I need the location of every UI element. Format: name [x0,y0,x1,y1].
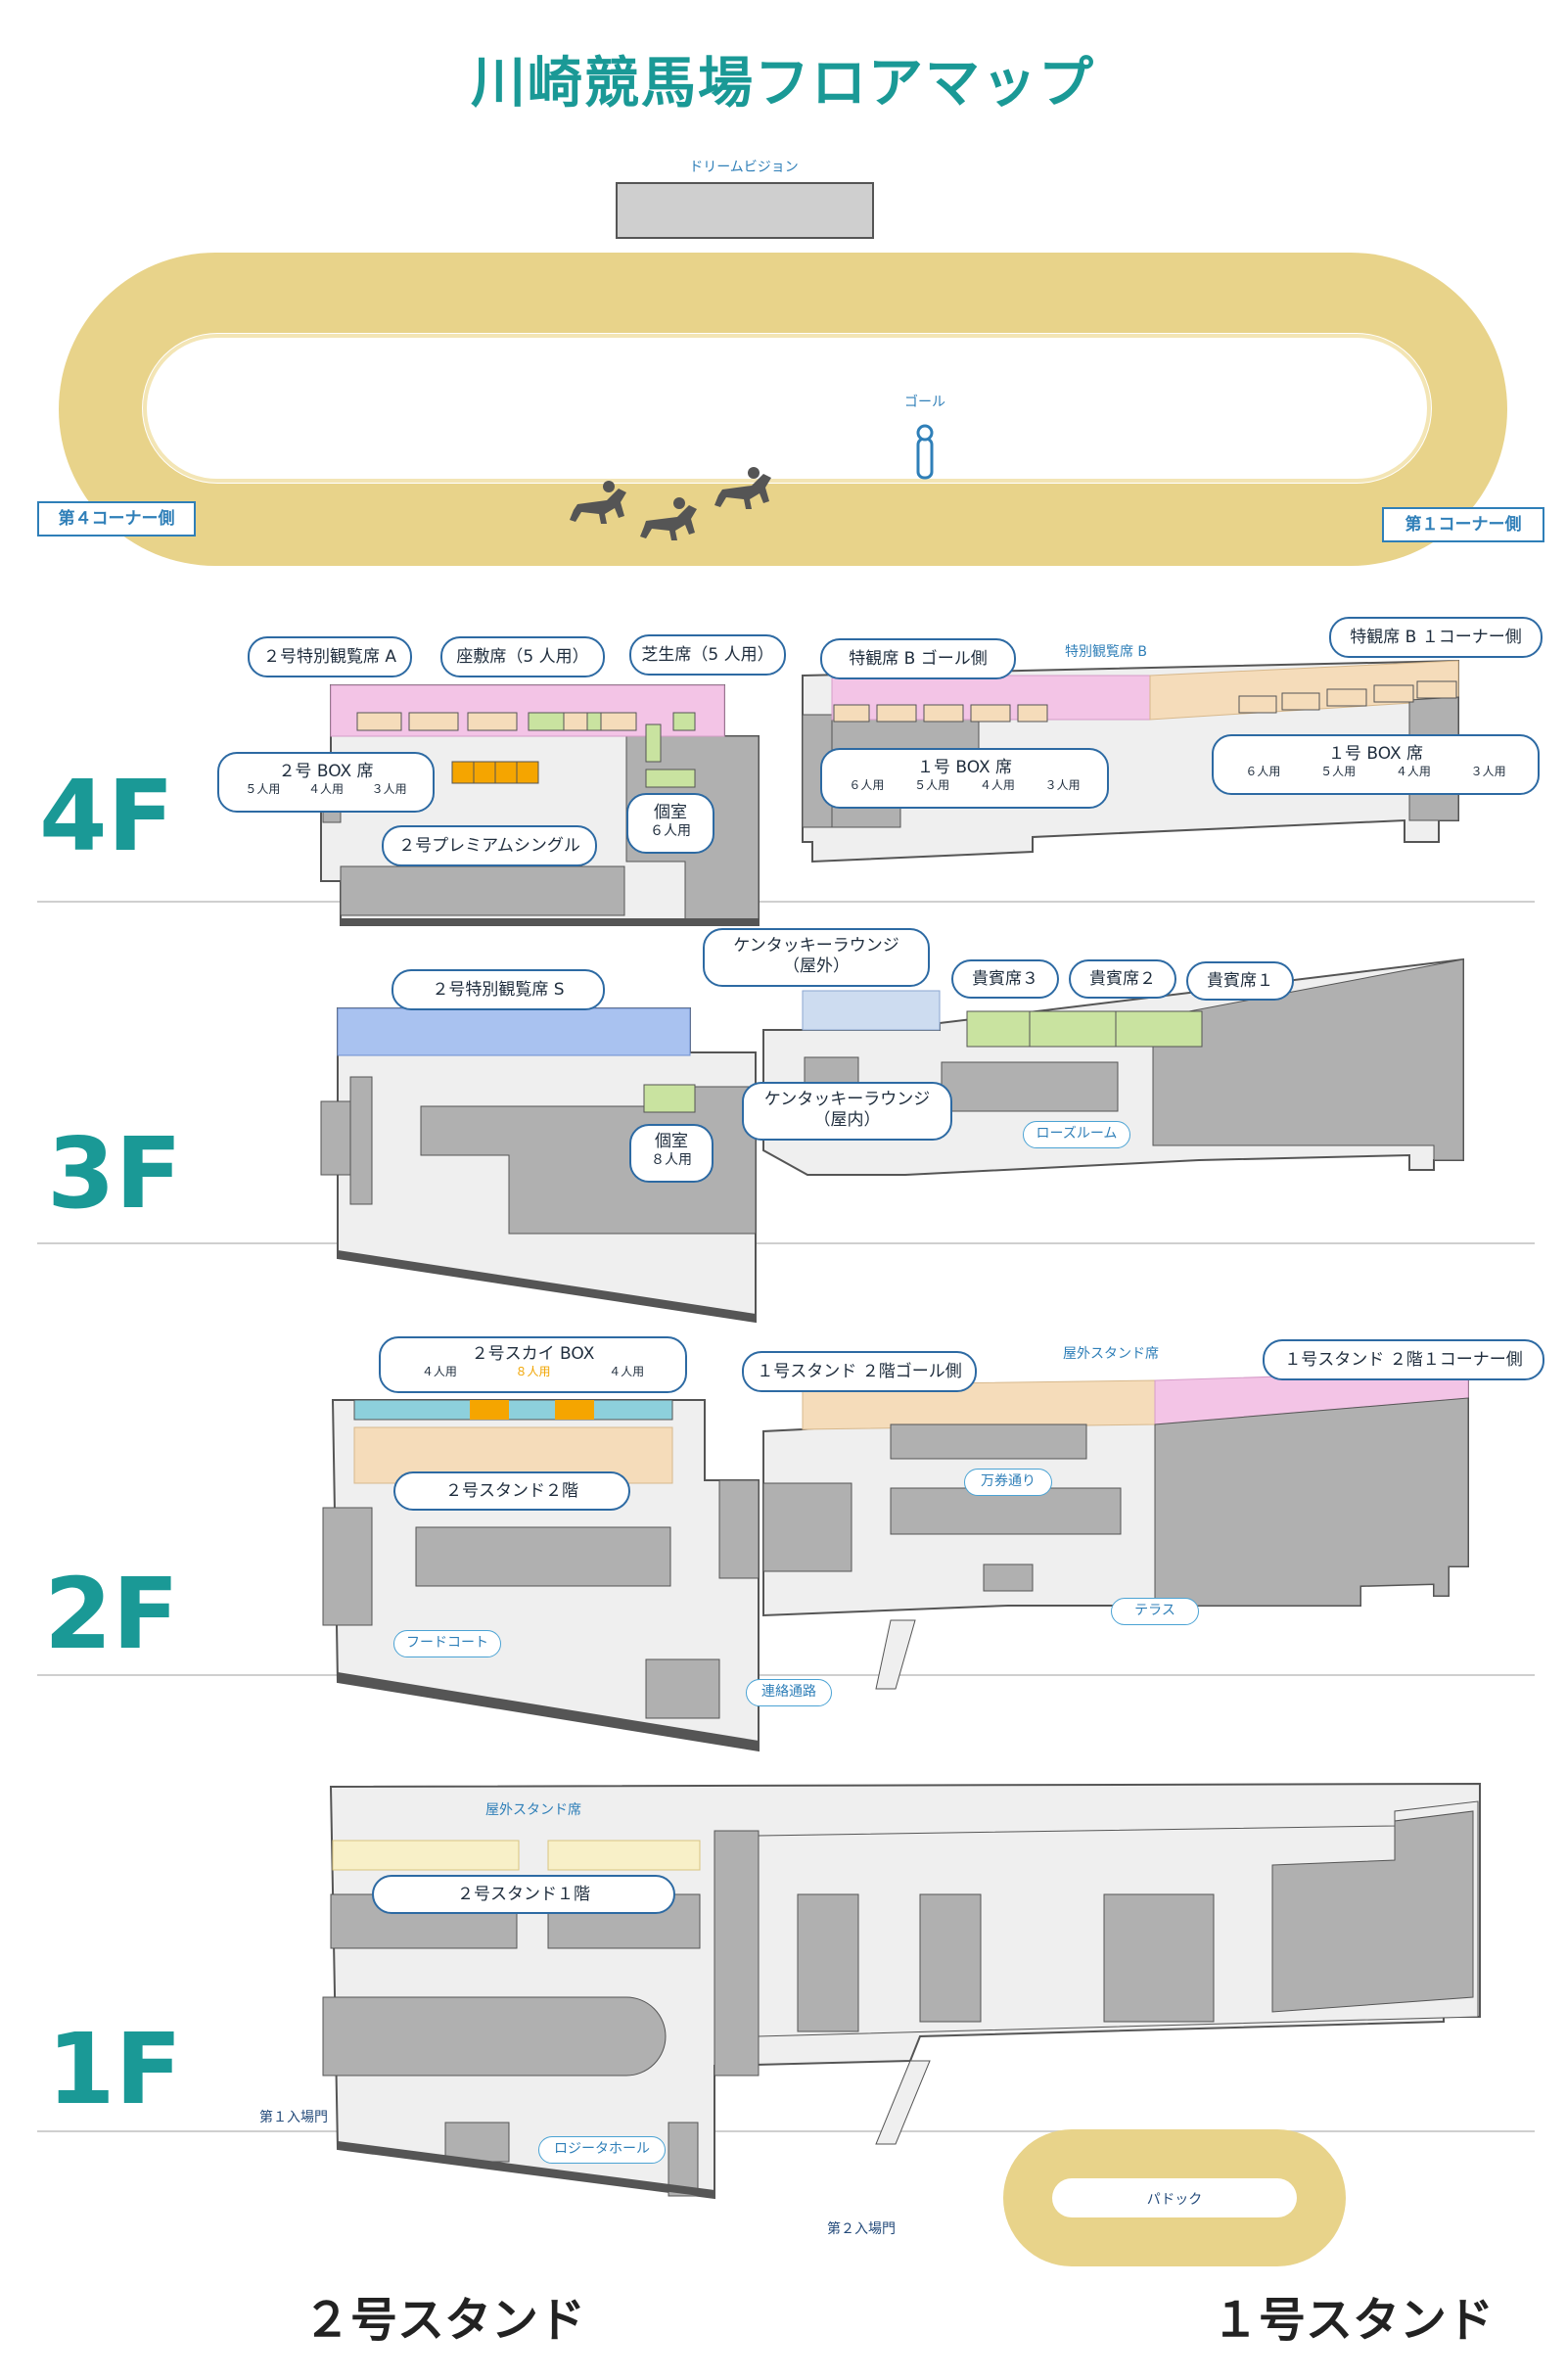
callout-private-room-3f[interactable]: 個室 ８人用 [629,1124,714,1183]
paddock-label: パドック [1146,2192,1203,2208]
box-1b-size: ６人用 [1245,765,1281,779]
mankendori-label[interactable]: 万券通り [964,1469,1052,1496]
private-room-4f-title: 個室 [654,803,687,822]
callout-zashiki[interactable]: 座敷席（5 人用） [440,636,605,677]
sky-box-sizes: ４人用 ８人用 ４人用 [381,1365,685,1379]
private-room-3f-title: 個室 [655,1132,688,1151]
corner1-sign: 第１コーナー側 [1382,507,1544,542]
floor-label-1f: 1F [47,2012,182,2126]
race-track [59,253,1507,566]
kentucky-outdoor-line1: ケンタッキーラウンジ [733,936,899,956]
box-seats-1 [833,680,1457,723]
callout-private-room-4f[interactable]: 個室 ６人用 [626,793,714,854]
box-2-size: ３人用 [371,782,407,797]
terrace-label[interactable]: テラス [1111,1598,1199,1625]
box-1a-size: ６人用 [849,778,885,793]
outdoor-seats-2f-label: 屋外スタンド席 [1063,1346,1159,1362]
callout-tokkan-b-goal[interactable]: 特観席 B ゴール側 [820,638,1016,679]
sky-box-size: ４人用 [609,1365,645,1379]
rose-room-label[interactable]: ローズルーム [1023,1121,1130,1148]
box-seats-2 [356,712,637,731]
special-b-label: 特別観覧席 B [1064,644,1148,660]
sky-box-size: ８人用 [515,1365,551,1379]
box-1b-sizes: ６人用 ５人用 ４人用 ３人用 [1214,765,1538,779]
horse-icon [714,467,771,509]
private-room-4f [645,712,696,788]
floor-label-3f: 3F [47,1116,182,1231]
rosita-hall-label[interactable]: ロジータホール [538,2136,666,2164]
premium-single-seats [451,761,539,784]
kentucky-outdoor-line2: （屋外） [783,957,850,977]
callout-kihin1[interactable]: 貴賓席１ [1186,961,1294,1001]
floor-label-2f: 2F [44,1557,179,1671]
private-room-3f-size: ８人用 [651,1152,692,1169]
callout-stand2-1f[interactable]: ２号スタンド１階 [372,1875,675,1914]
floor-1f-plan [322,1782,1481,2200]
goal-label: ゴール [904,395,945,410]
gate1-label: 第１入場門 [259,2110,328,2125]
dream-vision-label: ドリームビジョン [689,160,799,175]
callout-stand1-goal[interactable]: １号スタンド ２階ゴール側 [742,1351,977,1392]
callout-kihin2[interactable]: 貴賓席２ [1069,959,1176,999]
goal-post-icon [916,424,934,480]
box-2-size: ４人用 [307,782,344,797]
stand2-label: ２号スタンド [303,2293,586,2348]
dream-vision-screen [616,182,874,239]
sky-box-title: ２号スカイ BOX [471,1344,595,1364]
box-1b-size: ３人用 [1470,765,1506,779]
floor-label-4f: 4F [39,759,174,873]
horse-icon [570,481,626,524]
box-1b-size: ４人用 [1395,765,1431,779]
floor-3f-plan [320,957,1464,1324]
callout-tokkan-b-corner[interactable]: 特観席 B １コーナー側 [1329,617,1543,658]
box-1a-size: ３人用 [1044,778,1081,793]
box-1b-size: ５人用 [1320,765,1357,779]
connecting-path-label[interactable]: 連絡通路 [746,1679,832,1706]
kentucky-indoor-line1: ケンタッキーラウンジ [763,1090,931,1109]
callout-premium-single[interactable]: ２号プレミアムシングル [382,825,597,866]
callout-sky-box[interactable]: ２号スカイ BOX ４人用 ８人用 ４人用 [379,1336,687,1393]
box-2-size: ５人用 [245,782,281,797]
callout-special-s[interactable]: ２号特別観覧席 S [392,969,605,1010]
page-title: 川崎競馬場フロアマップ [471,52,1095,116]
box-2-title: ２号 BOX 席 [278,762,374,781]
callout-stand1-corner[interactable]: １号スタンド ２階１コーナー側 [1263,1339,1544,1380]
callout-stand2-2f[interactable]: ２号スタンド２階 [393,1471,630,1511]
box-2-sizes: ５人用 ４人用 ３人用 [219,782,433,797]
callout-box-1b[interactable]: １号 BOX 席 ６人用 ５人用 ４人用 ３人用 [1212,734,1540,795]
food-court-label[interactable]: フードコート [393,1630,501,1657]
paddock-track [1003,2129,1346,2266]
private-room-4f-size: ６人用 [650,823,691,840]
box-1a-size: ５人用 [914,778,950,793]
kentucky-indoor-line2: （屋内） [813,1110,881,1131]
corner4-sign: 第４コーナー側 [37,501,196,537]
floor-2f-plan [322,1369,1469,1752]
callout-kentucky-outdoor[interactable]: ケンタッキーラウンジ （屋外） [703,928,930,987]
sky-box-size: ４人用 [421,1365,457,1379]
callout-shibafu[interactable]: 芝生席（5 人用） [629,634,786,676]
callout-special-a-2[interactable]: ２号特別観覧席 A [248,636,412,677]
horse-icon [640,497,697,540]
gate2-label: 第２入場門 [827,2221,896,2237]
box-1a-title: １号 BOX 席 [916,758,1013,777]
box-1a-sizes: ６人用 ５人用 ４人用 ３人用 [822,778,1107,793]
outdoor-seats-1f-label: 屋外スタンド席 [485,1802,581,1818]
box-1b-title: １号 BOX 席 [1327,744,1424,764]
callout-kihin3[interactable]: 貴賓席３ [951,959,1059,999]
box-1a-size: ４人用 [979,778,1015,793]
callout-box-1a[interactable]: １号 BOX 席 ６人用 ５人用 ４人用 ３人用 [820,748,1109,809]
callout-box-2[interactable]: ２号 BOX 席 ５人用 ４人用 ３人用 [217,752,435,813]
stand1-label: １号スタンド [1212,2293,1495,2348]
callout-kentucky-indoor[interactable]: ケンタッキーラウンジ （屋内） [742,1082,952,1141]
